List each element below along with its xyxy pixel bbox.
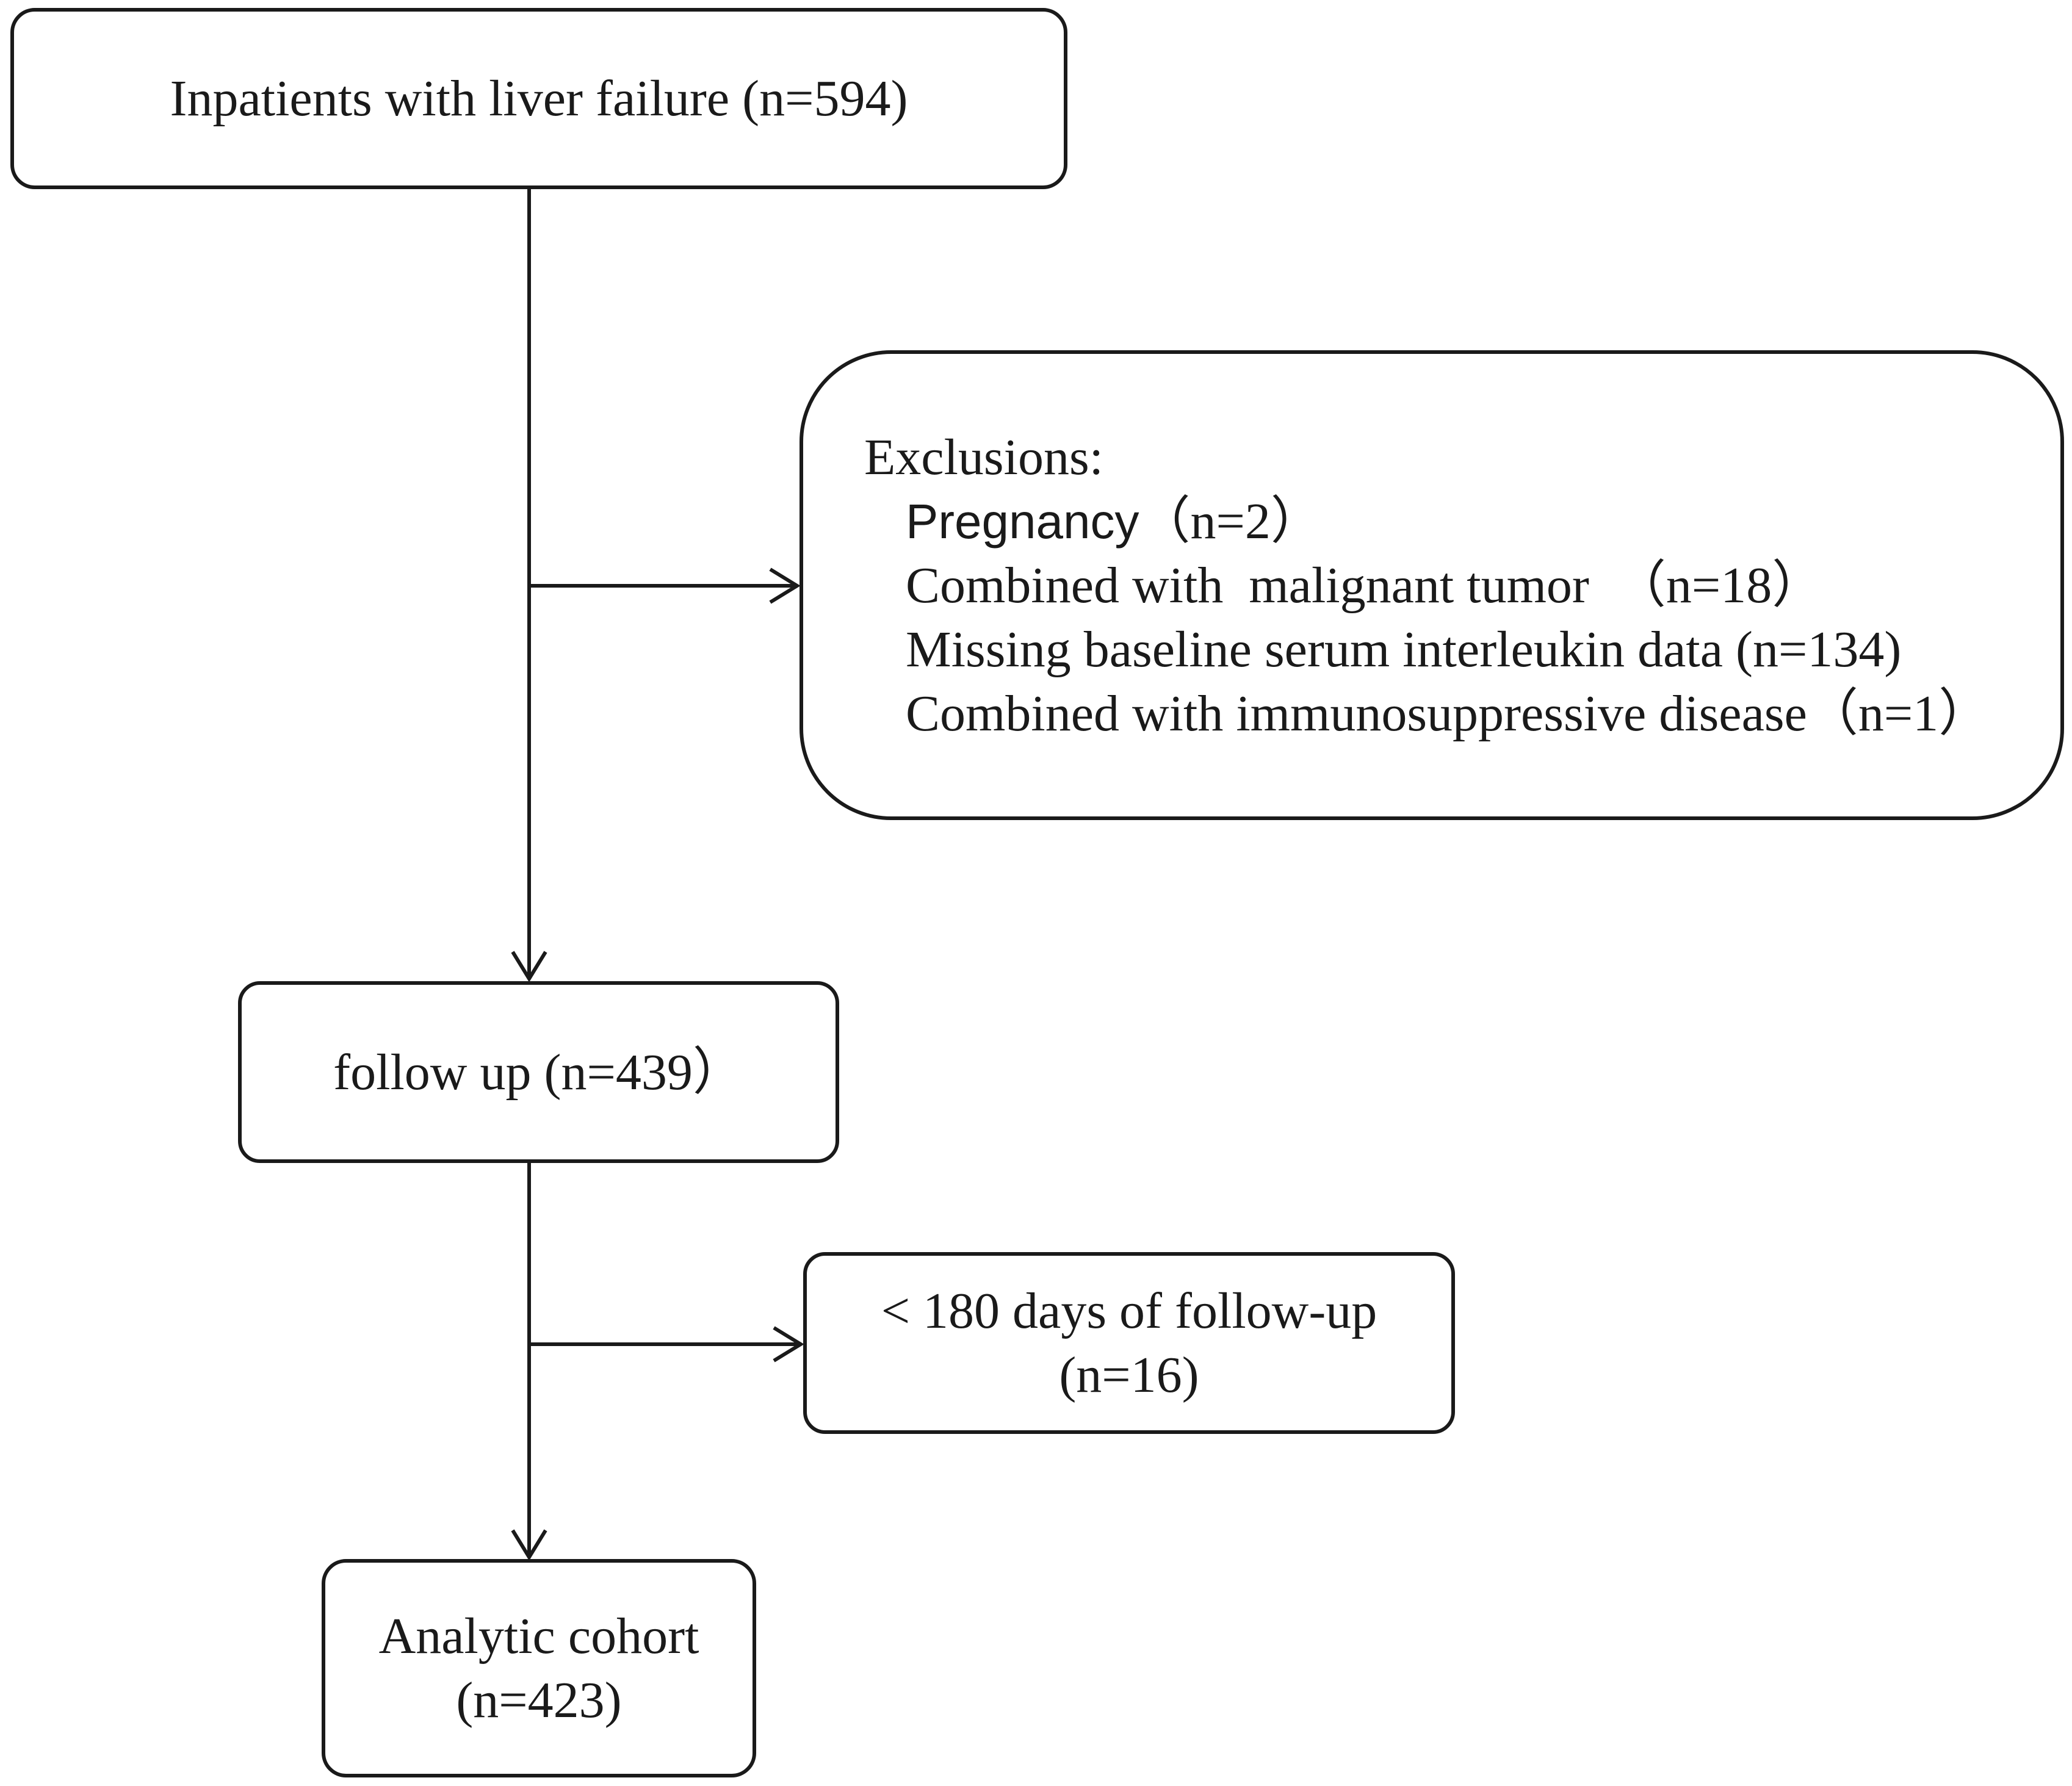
exclusions-box: Exclusions: Pregnancy（n=2） Combined with… bbox=[800, 350, 2064, 820]
analytic-cohort-box: Analytic cohort (n=423) bbox=[322, 1559, 756, 1777]
exclusion-label: Missing baseline serum interleukin data bbox=[906, 621, 1724, 678]
arrowhead-exclusions bbox=[769, 567, 801, 604]
exclusion-item-missing-interleukin: Missing baseline serum interleukin data … bbox=[906, 618, 1901, 682]
short-follow-up-box: < 180 days of follow-up (n=16) bbox=[803, 1252, 1455, 1434]
exclusion-count: （n=1） bbox=[1807, 685, 1990, 742]
exclusion-item-immunosuppressive: Combined with immunosuppressive disease（… bbox=[906, 682, 1990, 746]
follow-up-label: follow up (n=439） bbox=[333, 1043, 744, 1101]
exclusion-count: (n=134) bbox=[1723, 621, 1902, 678]
exclusion-label: Combined with malignant tumor bbox=[906, 556, 1589, 614]
analytic-cohort-count: (n=423) bbox=[456, 1672, 622, 1729]
exclusion-count: （n=2） bbox=[1139, 492, 1322, 550]
short-follow-up-label: < 180 days of follow-up bbox=[881, 1283, 1377, 1339]
inpatients-label: Inpatients with liver failure (n=594) bbox=[170, 70, 908, 127]
exclusions-heading: Exclusions: bbox=[864, 428, 1103, 486]
exclusion-count: （n=18） bbox=[1589, 556, 1824, 614]
arrowhead-lost bbox=[773, 1326, 804, 1363]
exclusion-label: Combined with immunosuppressive disease bbox=[906, 685, 1807, 742]
arrowhead-cohort bbox=[511, 1529, 547, 1561]
inpatients-box: Inpatients with liver failure (n=594) bbox=[10, 8, 1067, 189]
arrowhead-followup bbox=[511, 951, 547, 982]
exclusion-item-malignant-tumor: Combined with malignant tumor （n=18） bbox=[906, 553, 1823, 618]
follow-up-box: follow up (n=439） bbox=[238, 981, 839, 1163]
short-follow-up-count: (n=16) bbox=[1059, 1347, 1199, 1403]
exclusion-label: Pregnancy bbox=[906, 494, 1139, 549]
analytic-cohort-label: Analytic cohort bbox=[378, 1608, 699, 1665]
exclusion-item-pregnancy: Pregnancy（n=2） bbox=[906, 489, 1322, 553]
